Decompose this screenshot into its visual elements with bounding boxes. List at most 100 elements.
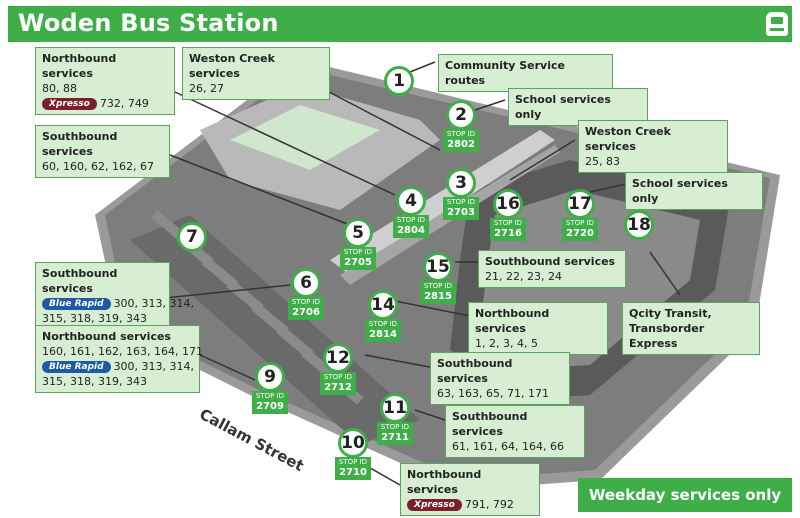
skylight [230, 105, 380, 170]
stop-16: 16 STOP ID 2716 [490, 189, 526, 241]
xpresso-badge: Xpresso [407, 499, 462, 511]
blue-rapid-badge: Blue Rapid [42, 298, 111, 310]
label-routes: 26, 27 [189, 82, 224, 95]
label-operators-line2: Transborder Express [629, 322, 705, 350]
stop-10: 10 STOP ID 2710 [335, 428, 371, 480]
label-school-2: School services only [625, 172, 763, 210]
stop-id-label: STOP ID [377, 422, 413, 432]
label-routes: 80, 88 [42, 82, 77, 95]
stop-2: 2 STOP ID 2802 [443, 100, 479, 152]
label-heading: Northbound services [42, 52, 117, 80]
stop-9: 9 STOP ID 2709 [252, 362, 288, 414]
label-routes-line1: 160, 161, 162, 163, 164, 171 [42, 345, 203, 358]
stop-id: 2703 [443, 207, 479, 220]
stop-id: 2815 [420, 291, 456, 304]
stop-id: 2720 [562, 228, 598, 241]
stop-1: 1 [382, 66, 416, 96]
label-southbound-15: Southbound services 21, 22, 23, 24 [478, 250, 626, 288]
label-routes-rest: 732, 749 [99, 97, 149, 110]
stop-number: 9 [255, 362, 285, 392]
stop-number: 14 [368, 290, 398, 320]
label-routes-line3: 315, 318, 319, 343 [42, 375, 147, 388]
stop-6: 6 STOP ID 2706 [288, 268, 324, 320]
label-heading: Community Service routes [445, 59, 565, 87]
label-community: Community Service routes [438, 54, 613, 92]
stop-number: 1 [384, 66, 414, 96]
stop-id: 2814 [365, 329, 401, 342]
stop-id-label: STOP ID [420, 281, 456, 291]
stop-id-label: STOP ID [490, 218, 526, 228]
stop-number: 5 [343, 218, 373, 248]
stop-number: 10 [338, 428, 368, 458]
label-routes: 25, 83 [585, 155, 620, 168]
leader-lines [164, 61, 681, 486]
stop-number: 11 [380, 393, 410, 423]
stop-id: 2716 [490, 228, 526, 241]
label-routes-rest: 300, 313, 314, [113, 297, 195, 310]
label-heading: School services only [515, 93, 611, 121]
label-heading: Weston Creek services [585, 125, 671, 153]
label-southbound-1: Southbound services 60, 160, 62, 162, 67 [35, 125, 170, 178]
label-southbound-12: Southbound services 63, 163, 65, 71, 171 [430, 352, 570, 405]
label-routes: 63, 163, 65, 71, 171 [437, 387, 549, 400]
label-routes: 21, 22, 23, 24 [485, 270, 562, 283]
label-heading: Northbound services [407, 468, 482, 496]
label-operators-line1: Qcity Transit, [629, 307, 712, 320]
stop-number: 18 [624, 210, 654, 240]
stop-id-label: STOP ID [365, 319, 401, 329]
stop-id-label: STOP ID [288, 297, 324, 307]
stop-id: 2706 [288, 307, 324, 320]
label-heading: Southbound services [485, 255, 616, 268]
stop-11: 11 STOP ID 2711 [377, 393, 413, 445]
stop-id: 2712 [320, 382, 356, 395]
stop-number: 17 [565, 189, 595, 219]
label-routes: 61, 161, 64, 164, 66 [452, 440, 564, 453]
label-heading: Northbound services [42, 330, 171, 343]
xpresso-badge: Xpresso [42, 98, 97, 110]
blue-rapid-badge: Blue Rapid [42, 361, 111, 373]
header: Woden Bus Station [0, 0, 800, 42]
label-routes-rest: 300, 313, 314, [113, 360, 195, 373]
weekday-services-badge: Weekday services only [578, 478, 792, 512]
label-qcity: Qcity Transit, Transborder Express [622, 302, 760, 355]
stop-id: 2802 [443, 139, 479, 152]
stop-id: 2804 [393, 225, 429, 238]
label-heading: Southbound services [452, 410, 528, 438]
stop-id-label: STOP ID [340, 247, 376, 257]
label-northbound-9: Northbound services 160, 161, 162, 163, … [35, 325, 203, 393]
stop-number: 6 [291, 268, 321, 298]
label-northbound-14: Northbound services 1, 2, 3, 4, 5 [468, 302, 608, 355]
label-heading: School services only [632, 177, 728, 205]
stop-5: 5 STOP ID 2705 [340, 218, 376, 270]
stop-id-label: STOP ID [443, 129, 479, 139]
stop-number: 4 [396, 186, 426, 216]
stop-7: 7 [175, 222, 209, 252]
stop-12: 12 STOP ID 2712 [320, 343, 356, 395]
label-heading: Southbound services [42, 267, 118, 295]
stop-number: 2 [446, 100, 476, 130]
stop-id: 2710 [335, 467, 371, 480]
stop-number: 16 [493, 189, 523, 219]
label-routes-line2: 315, 318, 319, 343 [42, 312, 147, 325]
stop-3: 3 STOP ID 2703 [443, 168, 479, 220]
title-bar: Woden Bus Station [8, 6, 792, 42]
stop-id-label: STOP ID [443, 197, 479, 207]
label-weston-creek-1: Weston Creek services 26, 27 [182, 47, 330, 100]
label-weston-creek-2: Weston Creek services 25, 83 [578, 120, 728, 173]
label-routes: 1, 2, 3, 4, 5 [475, 337, 538, 350]
stop-id-label: STOP ID [320, 372, 356, 382]
stop-id: 2705 [340, 257, 376, 270]
label-routes: 60, 160, 62, 162, 67 [42, 160, 154, 173]
stop-number: 12 [323, 343, 353, 373]
stop-15: 15 STOP ID 2815 [420, 252, 456, 304]
stop-id-label: STOP ID [335, 457, 371, 467]
stop-number: 3 [446, 168, 476, 198]
stop-id: 2711 [377, 432, 413, 445]
stop-17: 17 STOP ID 2720 [562, 189, 598, 241]
